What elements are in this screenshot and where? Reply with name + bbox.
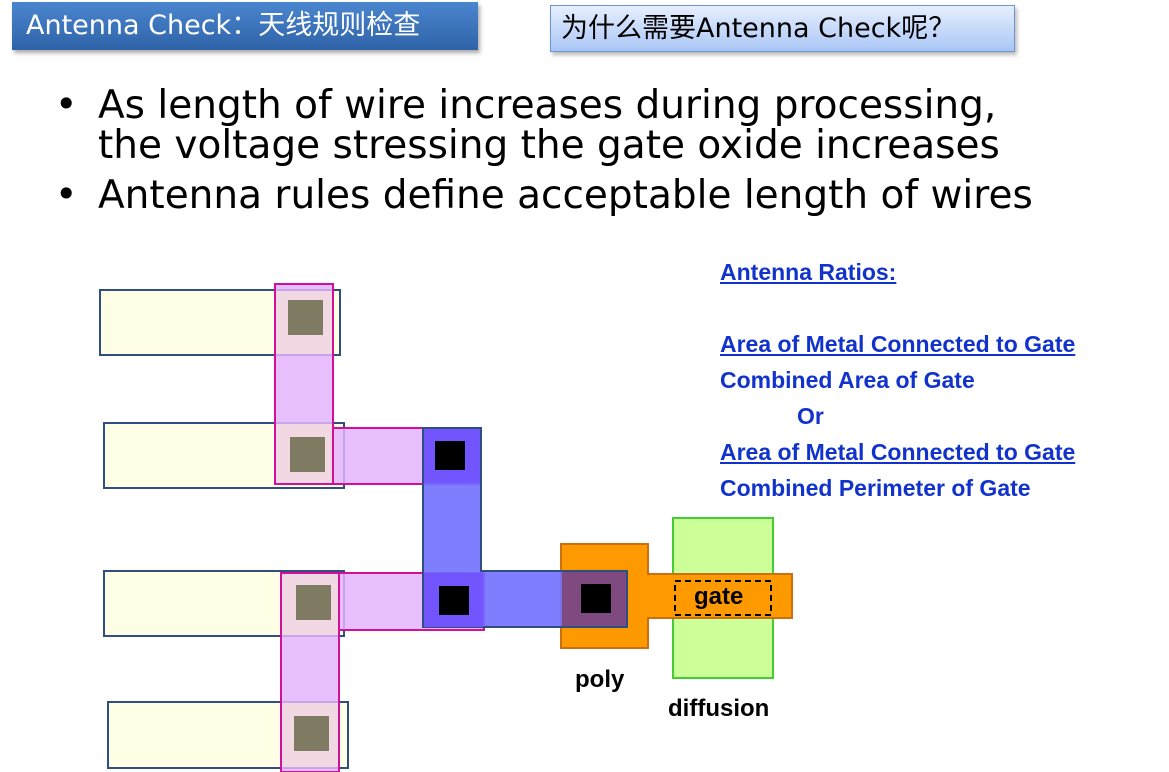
bullet-dot: • (55, 82, 78, 126)
via (439, 586, 469, 615)
ratio-denominator-1: Combined Area of Gate (720, 367, 975, 393)
slide-title: Antenna Check：天线规则检查 (12, 2, 478, 50)
poly-label: poly (575, 666, 625, 693)
question-box: 为什么需要Antenna Check呢？ (550, 5, 1015, 52)
ratio-numerator-1: Area of Metal Connected to Gate (720, 331, 1076, 357)
bullet-1-line-2: the voltage stressing the gate oxide inc… (98, 123, 1000, 168)
diffusion-label: diffusion (668, 695, 770, 722)
bullet-2-line-1: Antenna rules define acceptable length o… (98, 173, 1033, 218)
contact (288, 300, 323, 335)
ratio-denominator-2: Combined Perimeter of Gate (720, 475, 1031, 501)
antenna-ratios-heading: Antenna Ratios: (720, 259, 897, 285)
via (435, 441, 465, 470)
gate-region (674, 580, 772, 616)
contact (290, 437, 325, 472)
contact (296, 585, 331, 620)
contact (294, 716, 329, 751)
ratio-or: Or (797, 403, 824, 429)
gate-label: gate (694, 583, 744, 610)
bullet-dot: • (55, 172, 78, 216)
ratio-numerator-2: Area of Metal Connected to Gate (720, 439, 1076, 465)
bullet-1-line-1: As length of wire increases during proce… (98, 83, 997, 128)
via (581, 584, 611, 613)
